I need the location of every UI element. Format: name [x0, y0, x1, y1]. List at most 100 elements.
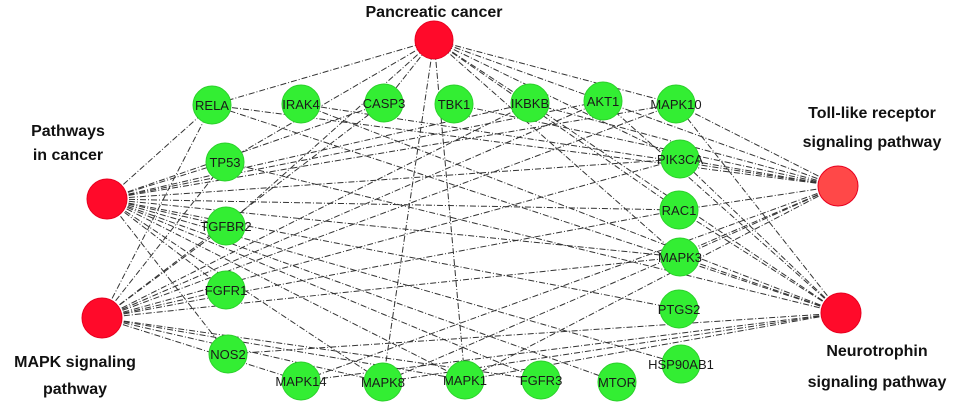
edge-pathways-in-cancer-rac1 [106, 198, 680, 211]
gene-node-circle [656, 84, 696, 124]
gene-node-mapk14: MAPK14 [275, 361, 327, 401]
edge-pathways-in-cancer-hsp90ab1 [106, 198, 682, 365]
gene-label: CASP3 [363, 96, 406, 111]
gene-node-nos2: NOS2 [208, 334, 248, 374]
gene-node-circle [583, 81, 623, 121]
edge-mapk-signaling-tgfbr2 [101, 225, 227, 319]
gene-node-circle [281, 84, 321, 124]
pathway-node-pathways-in-cancer [86, 178, 128, 220]
pathway-node-mapk-signaling [81, 297, 123, 339]
gene-node-circle [661, 344, 701, 384]
gene-node-circle [659, 190, 699, 230]
gene-label: FGFR1 [205, 283, 248, 298]
edge-neurotrophin-rela [211, 104, 842, 314]
gene-node-mapk10: MAPK10 [650, 84, 702, 124]
edge-toll-like-mapk3 [679, 185, 839, 258]
gene-label: TGFBR2 [200, 219, 251, 234]
gene-label: MAPK8 [361, 375, 405, 390]
gene-node-circle [445, 360, 485, 400]
edge-mapk-signaling-mapk1 [101, 317, 466, 381]
edge-toll-like-akt1 [602, 100, 839, 187]
edge-neurotrophin-mapk3 [679, 256, 842, 314]
gene-label: MAPK10 [650, 97, 701, 112]
edge-pancreatic-pik3ca [433, 39, 681, 160]
edge-pathways-in-cancer-fgfr3 [106, 198, 542, 381]
gene-label: HSP90AB1 [648, 357, 714, 372]
gene-node-ptgs2: PTGS2 [658, 289, 701, 329]
edge-pathways-in-cancer-casp3 [106, 102, 385, 200]
gene-node-circle [206, 270, 246, 310]
edge-mapk-signaling-pik3ca [101, 158, 681, 319]
gene-node-rela: RELA [192, 85, 232, 125]
edge-mapk-signaling-fgfr1 [101, 289, 227, 319]
gene-node-circle [208, 334, 248, 374]
edge-mapk-signaling-tp53 [101, 161, 226, 319]
gene-node-fgfr3: FGFR3 [520, 360, 563, 400]
gene-node-circle [510, 83, 550, 123]
pathway-label-pathways-in-cancer-line-1: Pathways [31, 123, 105, 140]
gene-label: MTOR [598, 375, 636, 390]
pathway-label-pathways-in-cancer-line-2: in cancer [33, 147, 103, 164]
pathway-node-pancreatic [414, 20, 454, 60]
gene-label: PIK3CA [657, 152, 704, 167]
edge-pancreatic-rela [211, 39, 435, 106]
gene-label: IRAK4 [282, 97, 320, 112]
gene-node-circle [281, 361, 321, 401]
gene-node-mapk3: MAPK3 [658, 237, 702, 277]
gene-node-circle [434, 84, 474, 124]
edge-pancreatic-tgfbr2 [225, 39, 435, 227]
gene-node-akt1: AKT1 [583, 81, 623, 121]
edge-neurotrophin-tp53 [224, 161, 842, 314]
gene-label: MAPK14 [275, 374, 326, 389]
gene-node-circle [597, 362, 637, 402]
edge-toll-like-mapk8 [382, 185, 839, 383]
gene-label: FGFR3 [520, 373, 563, 388]
edge-mapk-signaling-casp3 [101, 102, 385, 319]
gene-node-circle [660, 237, 700, 277]
edge-mapk-signaling-mapk3 [101, 256, 681, 319]
edge-neurotrophin-mapk10 [675, 103, 842, 314]
pathway-label-neurotrophin-line-1: Neurotrophin [826, 343, 927, 360]
edge-pathways-in-cancer-mapk10 [106, 103, 677, 200]
edge-pathways-in-cancer-tgfbr2 [106, 198, 227, 227]
pathway-label-toll-like-line-2: signaling pathway [803, 134, 942, 151]
pathway-label-neurotrophin-line-2: signaling pathway [808, 374, 947, 391]
edge-neurotrophin-akt1 [602, 100, 842, 314]
gene-label: RELA [195, 98, 229, 113]
edge-toll-like-tbk1 [453, 103, 839, 187]
gene-label: AKT1 [587, 94, 620, 109]
gene-label: NOS2 [210, 347, 245, 362]
gene-label: TBK1 [438, 97, 471, 112]
edge-mapk-signaling-fgfr3 [101, 317, 542, 381]
pathway-label-toll-like-line-1: Toll-like receptor [808, 105, 936, 122]
gene-label: IKBKB [511, 96, 549, 111]
gene-node-circle [521, 360, 561, 400]
edge-pathways-in-cancer-ptgs2 [106, 198, 680, 310]
gene-node-circle [192, 85, 232, 125]
edge-neurotrophin-irak4 [300, 103, 842, 314]
gene-label: PTGS2 [658, 302, 701, 317]
edge-neurotrophin-nos2 [227, 312, 842, 355]
gene-node-fgfr1: FGFR1 [205, 270, 248, 310]
gene-node-pik3ca: PIK3CA [657, 139, 704, 179]
gene-node-circle [205, 142, 245, 182]
gene-node-hsp90ab1: HSP90AB1 [648, 344, 714, 384]
edge-toll-like-pik3ca [679, 158, 839, 187]
gene-label: MAPK3 [658, 250, 702, 265]
gene-label: MAPK1 [443, 373, 487, 388]
gene-node-circle [364, 83, 404, 123]
edge-mapk-signaling-rela [101, 104, 213, 319]
gene-label: RAC1 [662, 203, 697, 218]
pathway-label-pancreatic-line-1: Pancreatic cancer [366, 4, 503, 21]
gene-node-circle [363, 362, 403, 402]
edge-pathways-in-cancer-rela [106, 104, 213, 200]
gene-node-mtor: MTOR [597, 362, 637, 402]
gene-node-circle [206, 206, 246, 246]
gene-node-mapk1: MAPK1 [443, 360, 487, 400]
pathway-label-mapk-signaling-line-2: pathway [43, 381, 107, 398]
edge-mapk-signaling-ikbkb [101, 102, 531, 319]
edge-pathways-in-cancer-fgfr1 [106, 198, 227, 291]
edge-pancreatic-akt1 [433, 39, 604, 102]
edge-pathways-in-cancer-mapk3 [106, 198, 681, 258]
gene-node-circle [660, 139, 700, 179]
